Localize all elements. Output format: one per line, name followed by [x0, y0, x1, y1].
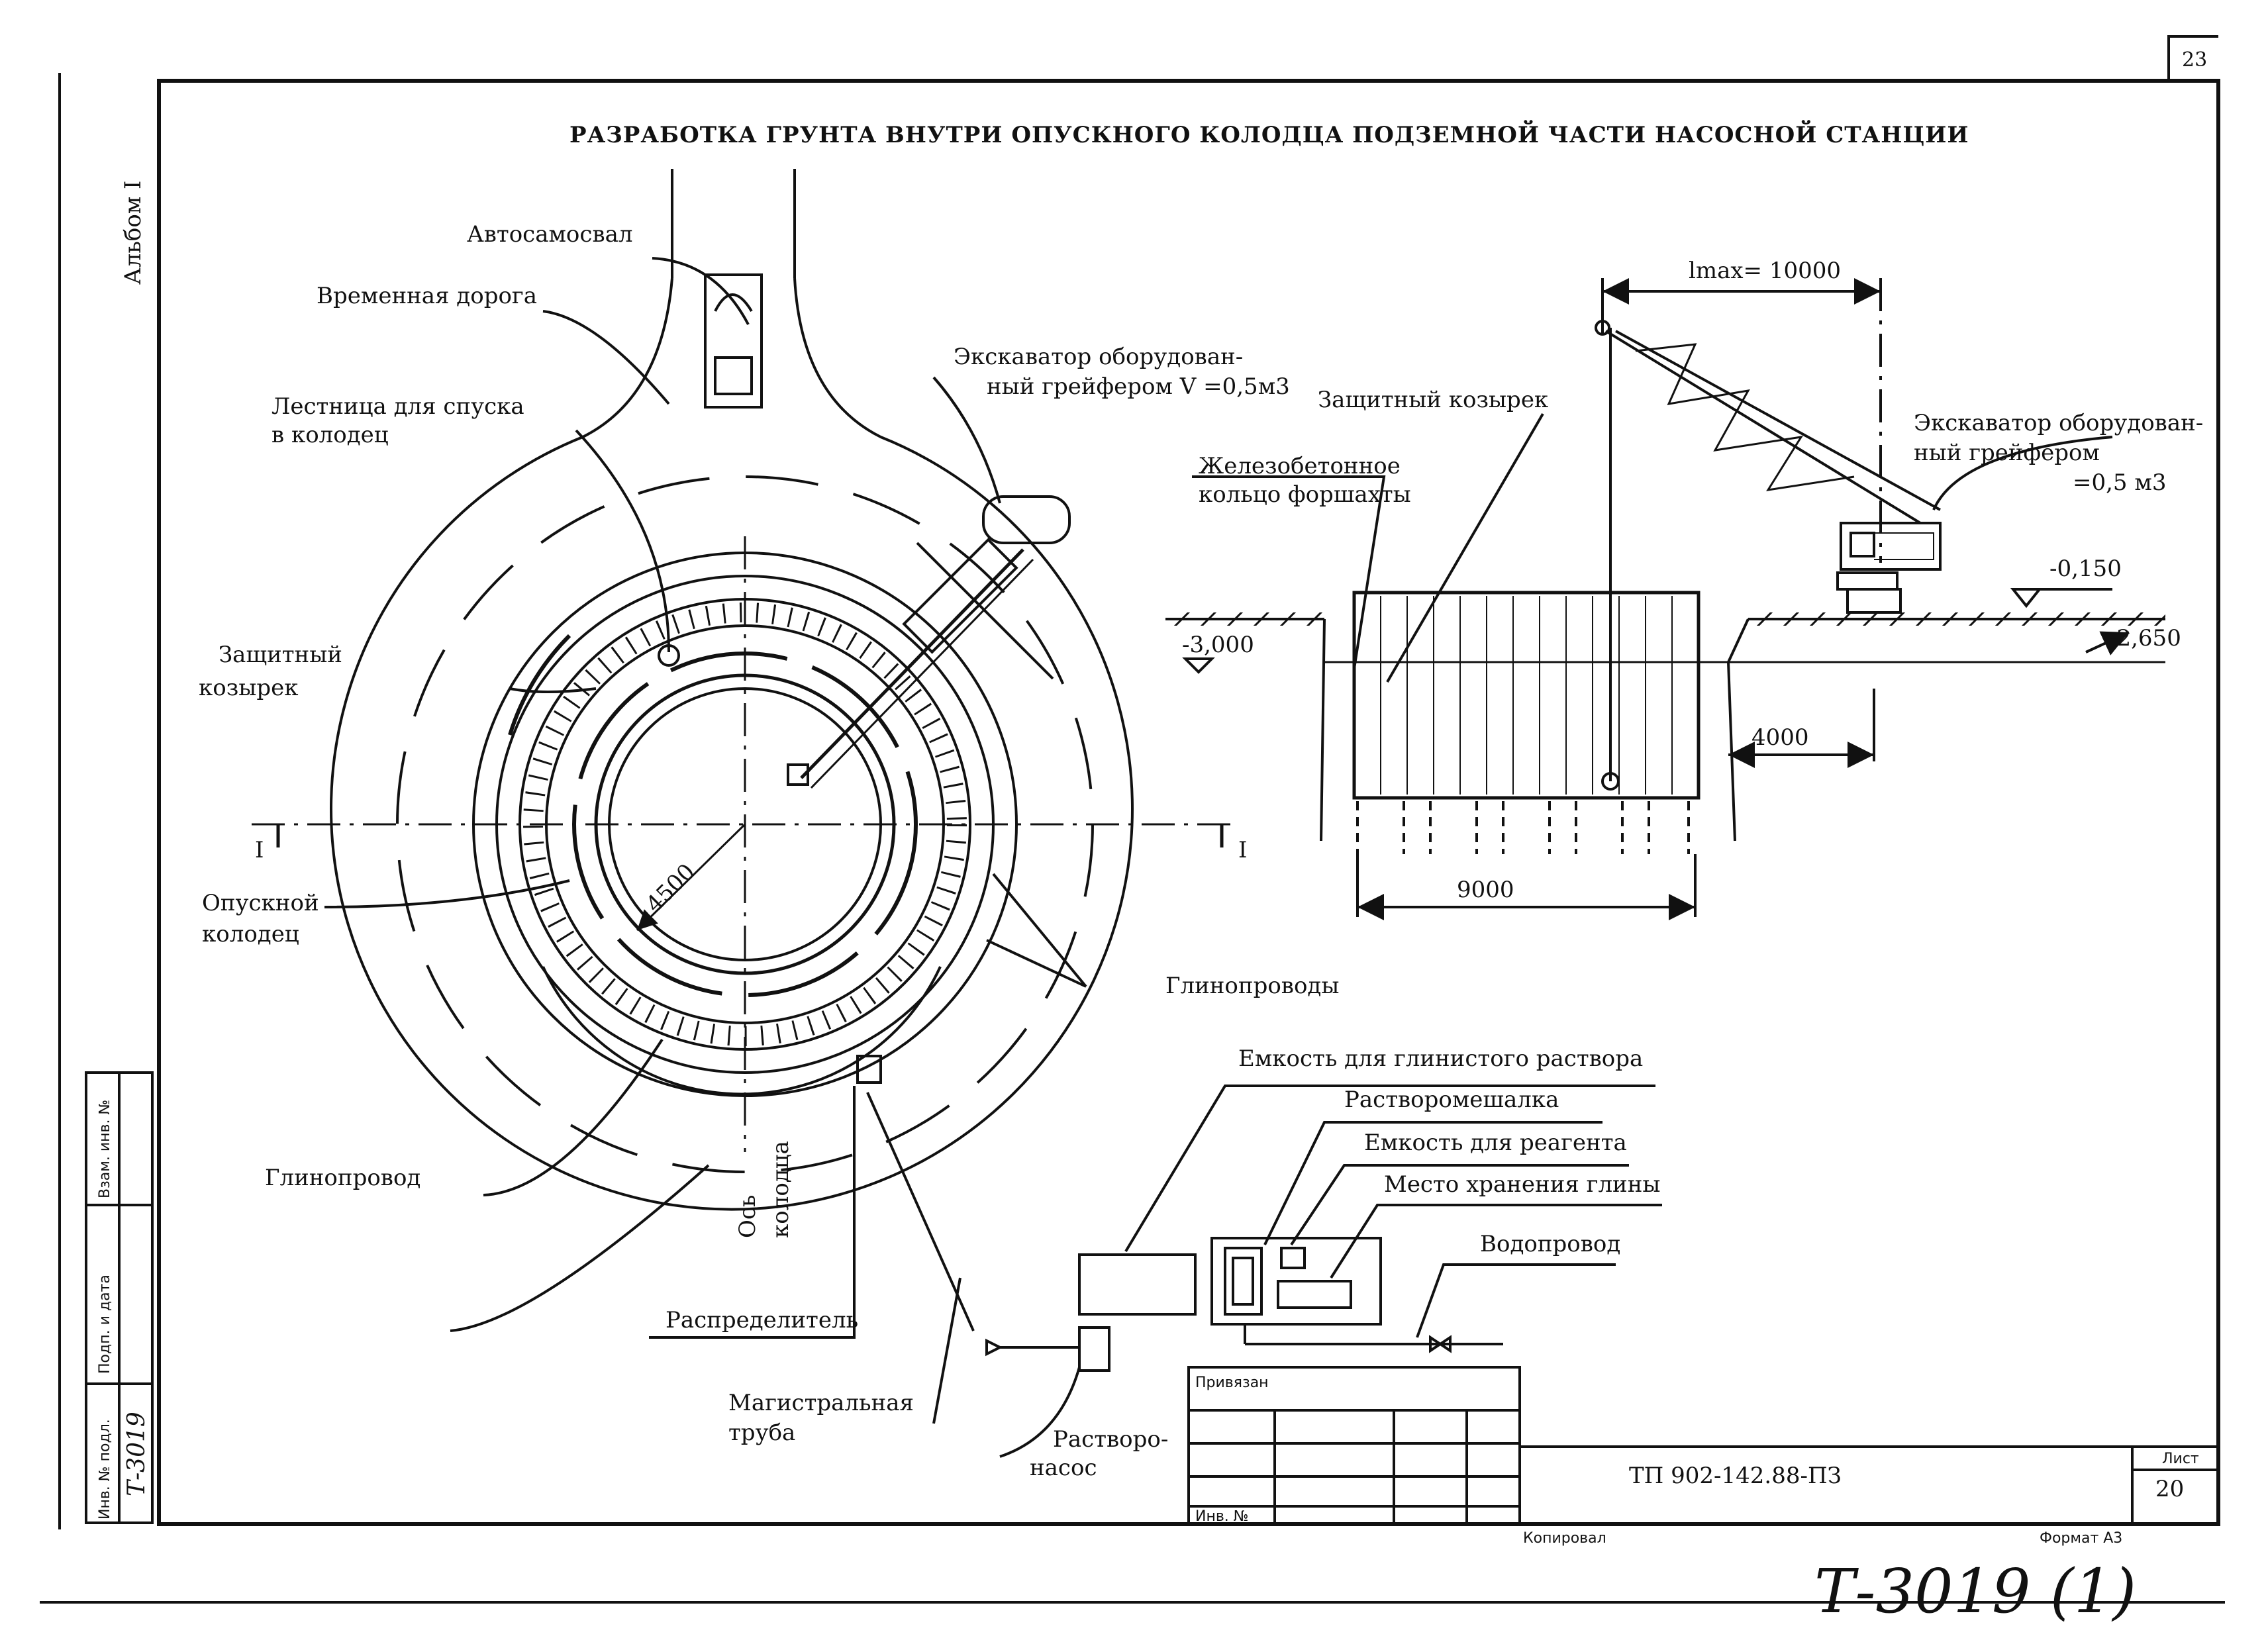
- label-water-pipe: Водопровод: [1480, 1231, 1620, 1257]
- plan-view: [252, 169, 1238, 1458]
- label-ladder-2: в колодец: [271, 422, 389, 448]
- label-tank-reagent: Емкость для реагента: [1364, 1130, 1627, 1156]
- label-main-pipe-2: труба: [728, 1420, 795, 1446]
- title-block: [1187, 1366, 2218, 1525]
- dimension-4000: 4000: [1751, 724, 1809, 751]
- mortar-plant: [985, 1085, 1662, 1372]
- label-distributor: Распределитель: [666, 1307, 858, 1333]
- label-main-pipe-1: Магистральная: [728, 1390, 914, 1416]
- label-clay-storage: Место хранения глины: [1384, 1171, 1660, 1198]
- label-canopy-plan-2: козырек: [199, 675, 298, 701]
- section-mark-right: I: [1238, 837, 1247, 863]
- podp-label: Подп. и дата: [97, 1275, 113, 1374]
- section-view: [1165, 278, 2165, 920]
- label-canopy-section: Защитный козырек: [1318, 387, 1548, 413]
- page-number: 23: [2182, 48, 2207, 72]
- label-well-1: Опускной: [202, 890, 319, 916]
- label-axis-2: колодца: [767, 1141, 794, 1238]
- privyazan-label: Привязан: [1195, 1375, 1269, 1391]
- elevation-left: -3,000: [1182, 632, 1254, 658]
- dimension-9000: 9000: [1457, 877, 1514, 903]
- vzam-inv-label: Взам. инв. №: [97, 1100, 113, 1198]
- label-truck: Автосамосвал: [467, 221, 632, 248]
- archive-number: Т-3019 (1): [1814, 1556, 2136, 1627]
- label-pump-1: Растворо-: [1053, 1426, 1168, 1453]
- section-mark-left: I: [255, 837, 264, 863]
- dimension-diameter: 4500: [641, 859, 700, 918]
- label-canopy-plan-1: Защитный: [219, 642, 342, 668]
- inv-podl-value: Т-3019: [123, 1412, 150, 1496]
- list-number: 20: [2155, 1476, 2184, 1502]
- label-clay-pipes: Глинопроводы: [1165, 973, 1339, 999]
- elevation-top: -0,150: [2049, 555, 2122, 582]
- side-stamp: [85, 1071, 154, 1524]
- document-code: ТП 902-142.88-ПЗ: [1629, 1463, 1842, 1489]
- label-excavator-plan-1: Экскаватор оборудован-: [954, 344, 1243, 370]
- list-label: Лист: [2162, 1451, 2199, 1467]
- format-label: Формат А3: [2040, 1530, 2122, 1547]
- label-excavator-section-2: ный грейфером: [1914, 440, 2100, 466]
- label-lmax: lmax= 10000: [1689, 258, 1841, 284]
- label-tank-clay: Емкость для глинистого раствора: [1238, 1045, 1643, 1072]
- label-mixer: Растворомешалка: [1344, 1087, 1559, 1113]
- label-ring-1: Железобетонное: [1199, 453, 1401, 479]
- inv-label: Инв. №: [1195, 1508, 1249, 1525]
- label-excavator-section-1: Экскаватор оборудован-: [1914, 410, 2203, 436]
- label-axis-1: Ось: [734, 1195, 761, 1238]
- label-excavator-section-3: =0,5 м3: [2073, 469, 2166, 496]
- inv-podl-label: Инв. № подл.: [97, 1419, 113, 1520]
- album-label: Альбом I: [120, 181, 146, 285]
- label-temp-road: Временная дорога: [317, 283, 537, 309]
- drawing-title: РАЗРАБОТКА ГРУНТА ВНУТРИ ОПУСКНОГО КОЛОД…: [569, 120, 1969, 148]
- copied-label: Копировал: [1523, 1530, 1606, 1547]
- label-excavator-plan-2: ный грейфером V =0,5м3: [987, 373, 1290, 400]
- elevation-right: -2,650: [2109, 625, 2181, 652]
- label-well-2: колодец: [202, 921, 299, 947]
- label-pump-2: насос: [1030, 1455, 1097, 1481]
- label-ladder-1: Лестница для спуска: [271, 393, 524, 420]
- label-clay-pipe: Глинопровод: [265, 1165, 420, 1191]
- label-ring-2: кольцо форшахты: [1199, 481, 1411, 508]
